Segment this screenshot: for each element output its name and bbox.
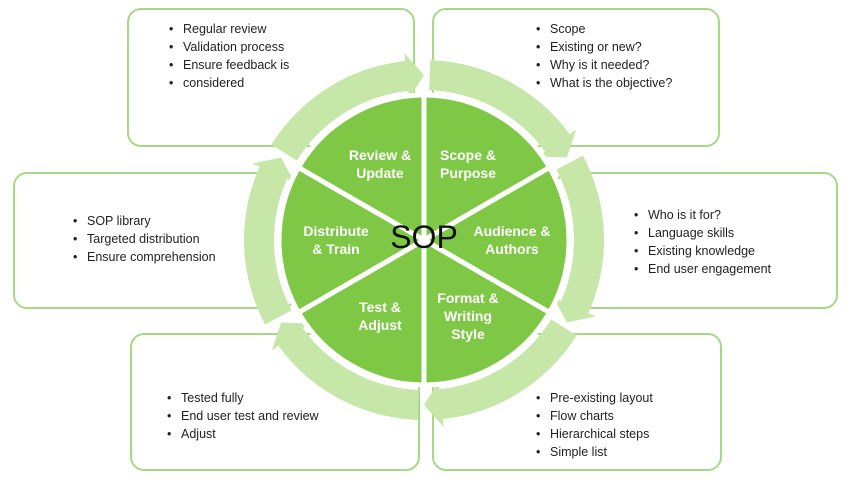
segment-label-line: Update xyxy=(356,165,404,181)
ring-arrow-format xyxy=(424,319,577,427)
wheel-segments xyxy=(276,92,572,388)
segment-test xyxy=(295,237,427,388)
ring-arrow-distribute xyxy=(244,157,295,325)
bullets-review-update: Regular review Validation process Ensure… xyxy=(167,20,289,92)
bullet-format-2: Flow charts xyxy=(534,407,653,425)
bullet-distribute-1: SOP library xyxy=(71,212,216,230)
segment-label-line: & Train xyxy=(312,241,359,257)
segment-label-audience: Audience & Authors xyxy=(473,223,550,257)
bullet-review-1: Regular review xyxy=(167,20,289,38)
bullet-test-1: Tested fully xyxy=(165,389,319,407)
bullet-test-3: Adjust xyxy=(165,425,319,443)
segment-label-line: Writing xyxy=(444,308,492,324)
bullet-scope-1: Scope xyxy=(534,20,672,38)
ring-arrow-scope xyxy=(429,60,577,158)
segment-review xyxy=(295,92,427,243)
cycle-ring xyxy=(244,53,604,427)
bullets-format-style: Pre-existing layout Flow charts Hierarch… xyxy=(534,389,653,461)
segment-distribute xyxy=(276,165,427,315)
bullet-review-3: Ensure feedback is xyxy=(167,56,289,74)
bullet-audience-4: End user engagement xyxy=(632,260,771,278)
segment-label-line: Adjust xyxy=(358,317,402,333)
segment-label-review: Review & Update xyxy=(349,147,411,181)
bullet-test-2: End user test and review xyxy=(165,407,319,425)
ring-arrow-test xyxy=(271,322,419,420)
bullet-distribute-2: Targeted distribution xyxy=(71,230,216,248)
segment-label-line: Purpose xyxy=(440,165,496,181)
segment-label-line: Test & xyxy=(359,299,401,315)
bullet-format-4: Simple list xyxy=(534,443,653,461)
bullet-distribute-3: Ensure comprehension xyxy=(71,248,216,266)
bullets-test-adjust: Tested fully End user test and review Ad… xyxy=(165,389,319,443)
segment-label-line: Authors xyxy=(485,241,539,257)
segment-label-distribute: Distribute & Train xyxy=(303,223,369,257)
segment-label-test: Test & Adjust xyxy=(358,299,402,333)
segment-format xyxy=(421,237,553,388)
bullet-review-2: Validation process xyxy=(167,38,289,56)
bullet-format-1: Pre-existing layout xyxy=(534,389,653,407)
segment-label-scope: Scope & Purpose xyxy=(440,147,496,181)
bullet-audience-3: Existing knowledge xyxy=(632,242,771,260)
bullet-scope-2: Existing or new? xyxy=(534,38,672,56)
segment-audience xyxy=(421,165,572,315)
ring-arrow-review xyxy=(271,53,424,161)
segment-label-line: Style xyxy=(451,326,485,342)
bullet-review-4: considered xyxy=(167,74,289,92)
ring-arrow-audience xyxy=(553,155,604,323)
bullet-audience-1: Who is it for? xyxy=(632,206,771,224)
bullet-scope-3: Why is it needed? xyxy=(534,56,672,74)
bullets-distribute-train: SOP library Targeted distribution Ensure… xyxy=(71,212,216,266)
bullet-format-3: Hierarchical steps xyxy=(534,425,653,443)
segment-label-line: Scope & xyxy=(440,147,496,163)
bullet-scope-4: What is the objective? xyxy=(534,74,672,92)
segment-label-line: Format & xyxy=(437,290,498,306)
bullets-audience-authors: Who is it for? Language skills Existing … xyxy=(632,206,771,278)
bullets-scope-purpose: Scope Existing or new? Why is it needed?… xyxy=(534,20,672,92)
bullet-audience-2: Language skills xyxy=(632,224,771,242)
segment-label-line: Audience & xyxy=(473,223,550,239)
segment-scope xyxy=(421,92,553,243)
segment-label-line: Review & xyxy=(349,147,411,163)
segment-label-line: Distribute xyxy=(303,223,369,239)
center-label: SOP xyxy=(390,219,458,255)
